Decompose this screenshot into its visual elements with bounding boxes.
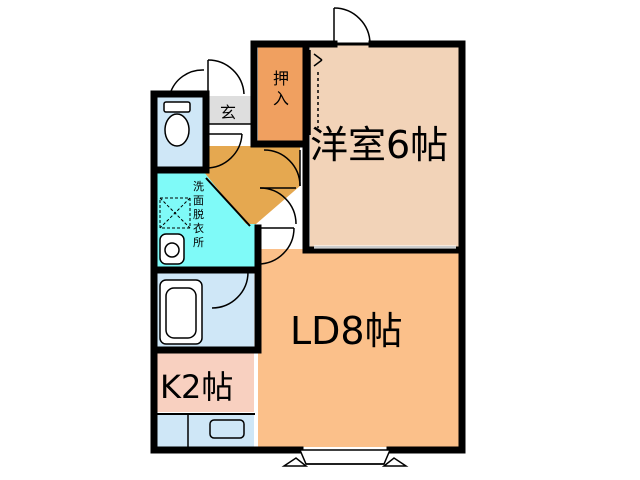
bath-door: [211, 271, 249, 309]
hall-floor: [204, 146, 300, 224]
washbasin-fixture: [159, 233, 185, 265]
closet-sliding-door: [309, 50, 323, 135]
toilet-fixture: [163, 101, 191, 147]
ld-label: LD8帖: [290, 309, 403, 353]
walls: [150, 40, 466, 454]
closet-label-1: 押: [273, 69, 289, 88]
entrance-floor: [204, 96, 254, 124]
bathtub-fixture: [159, 279, 203, 345]
ld-floor: [258, 249, 459, 447]
western-room-label: 洋室6帖: [310, 123, 448, 167]
washroom-label-5: 所: [193, 236, 204, 249]
top-door: [333, 7, 372, 46]
washroom-label-4: 衣: [193, 221, 204, 235]
entrance-door: [169, 59, 245, 95]
washroom-label-1: 洗: [193, 180, 204, 193]
closet-label-2: 入: [273, 89, 289, 108]
washer-space: [159, 197, 191, 229]
kitchen-sink: [187, 414, 245, 447]
bay-window: [281, 449, 409, 467]
kitchen-label: K2帖: [160, 368, 233, 406]
kitchen-floor: [156, 352, 254, 412]
washroom-label-2: 面: [193, 194, 204, 207]
western-room-floor: [310, 44, 459, 249]
closet-floor: [258, 44, 306, 142]
entrance-label: 玄: [220, 103, 236, 122]
toilet-door: [205, 133, 243, 169]
washroom-label-3: 脱: [193, 207, 204, 221]
ld-door: [257, 187, 297, 265]
washroom-diagonal-wall: [205, 177, 251, 227]
room-door: [263, 149, 301, 187]
